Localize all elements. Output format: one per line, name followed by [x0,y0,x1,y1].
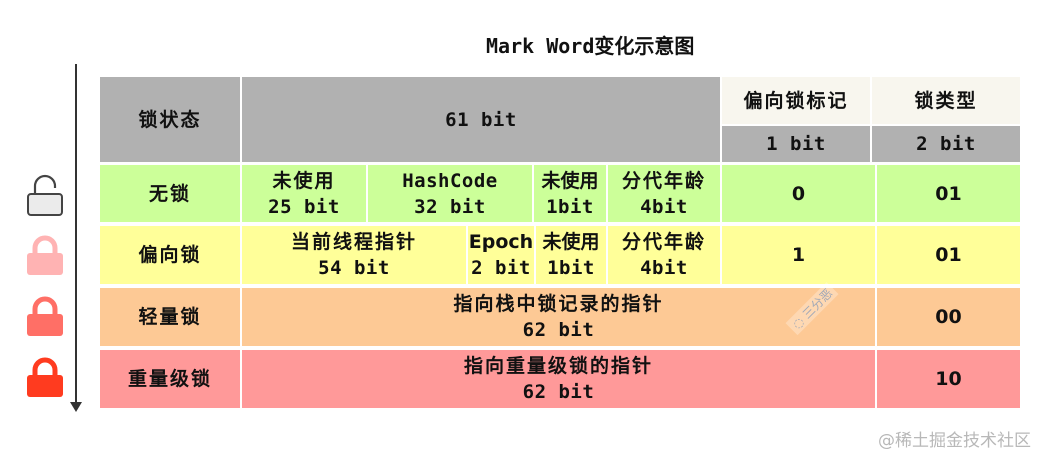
field-name: 未使用 [542,231,600,253]
row-lightweight-state: 轻量锁 [100,288,240,346]
field-name: HashCode [402,169,498,192]
header-biased-flag-label: 偏向锁标记 [743,89,849,112]
field-bits: 62 bit [522,381,595,403]
light-pink-padlock-icon [27,235,63,275]
progression-arrow-head-icon [70,402,82,412]
field-lock-record-pointer: 指向栈中锁记录的指针 62 bit [242,288,875,346]
header-lock-state-label: 锁状态 [138,108,202,131]
field-epoch: Epoch 2 bit [468,226,534,284]
field-bits: 4bit [640,257,688,279]
red-padlock-icon [27,357,63,397]
field-monitor-pointer: 指向重量级锁的指针 62 bit [242,350,875,408]
value-label: 00 [935,306,962,328]
field-gc-age: 分代年龄 4bit [608,165,720,222]
state-label: 无锁 [148,182,191,205]
row-biased-state: 偏向锁 [100,226,240,284]
biased-flag-value: 0 [722,165,875,222]
field-thread-pointer: 当前线程指针 54 bit [242,226,466,284]
field-name: 未使用 [272,169,336,192]
footer-watermark: @稀土掘金技术社区 [878,431,1031,451]
header-lock-type: 锁类型 [872,77,1020,124]
unlocked-padlock-icon [27,174,63,216]
header-biased-flag: 偏向锁标记 [722,77,870,124]
value-label: 01 [935,182,962,205]
value-label: 0 [791,182,806,205]
header-61-bit: 61 bit [242,77,720,162]
value-label: 01 [935,244,962,266]
state-label: 轻量锁 [138,306,202,328]
state-label: 重量级锁 [127,368,212,390]
diagram-title-text: Mark Word变化示意图 [486,34,695,58]
field-unused-25: 未使用 25 bit [242,165,366,222]
row-unlocked-state: 无锁 [100,165,240,222]
row-heavyweight-state: 重量级锁 [100,350,240,408]
lock-type-value: 01 [877,165,1020,222]
biased-flag-value: 1 [722,226,875,284]
value-label: 1 [791,244,806,266]
header-lock-type-label: 锁类型 [914,89,978,112]
header-lock-type-bits-label: 2 bit [916,133,976,155]
salmon-padlock-icon [27,296,63,336]
field-name: 指向重量级锁的指针 [463,355,653,377]
field-name: 指向栈中锁记录的指针 [453,293,664,315]
field-name: 当前线程指针 [290,231,417,253]
header-lock-type-bits: 2 bit [872,126,1020,162]
header-biased-flag-bits-label: 1 bit [766,133,826,155]
field-bits: 4bit [640,195,688,218]
field-bits: 1bit [547,257,595,279]
lock-type-value: 00 [877,288,1020,346]
field-name: Epoch [468,231,534,253]
field-name: 分代年龄 [621,169,706,192]
field-hashcode: HashCode 32 bit [368,165,532,222]
field-name: 分代年龄 [621,231,706,253]
field-bits: 25 bit [268,195,340,218]
field-gc-age: 分代年龄 4bit [608,226,720,284]
lock-type-value: 10 [877,350,1020,408]
field-bits: 54 bit [318,257,390,279]
state-label: 偏向锁 [138,244,202,266]
field-bits: 62 bit [522,319,595,341]
field-unused-1: 未使用 1bit [534,165,606,222]
header-biased-flag-bits: 1 bit [722,126,870,162]
field-bits: 32 bit [414,195,486,218]
header-61-bit-label: 61 bit [445,108,517,131]
field-name: 未使用 [541,169,599,192]
field-bits: 1bit [546,195,594,218]
field-unused-1: 未使用 1bit [536,226,606,284]
field-bits: 2 bit [471,257,531,279]
header-lock-state: 锁状态 [100,77,240,162]
lock-type-value: 01 [877,226,1020,284]
value-label: 10 [935,368,962,390]
progression-axis-line [75,64,77,404]
